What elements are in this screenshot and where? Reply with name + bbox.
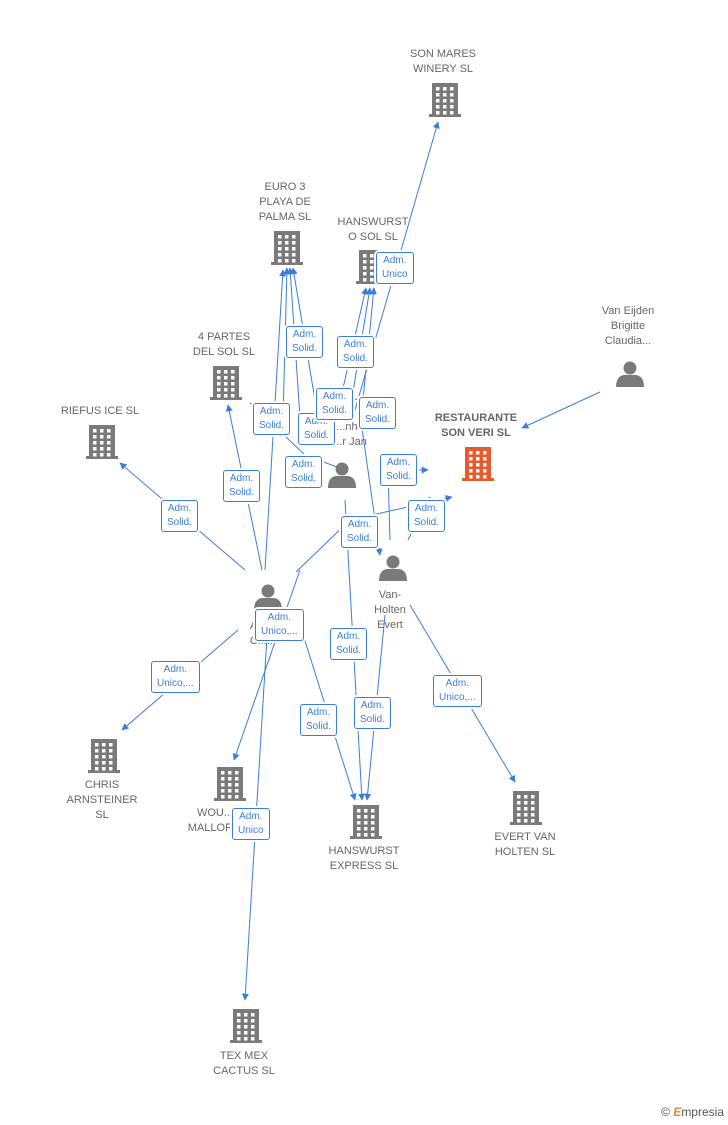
relation-label[interactable]: Adm. Solid. bbox=[337, 336, 375, 368]
node-label[interactable]: Van- Holten Evert bbox=[374, 589, 406, 631]
person-icon[interactable] bbox=[616, 361, 644, 388]
relation-label[interactable]: Adm. Solid. bbox=[286, 326, 324, 358]
node-riefus[interactable]: RIEFUS ICE SL bbox=[45, 404, 155, 419]
building-icon[interactable] bbox=[462, 447, 494, 481]
node-son_mares[interactable]: SON MARES WINERY SL bbox=[388, 47, 498, 77]
relation-label[interactable]: Adm. Solid. bbox=[330, 628, 368, 660]
relation-label[interactable]: Adm. Solid. bbox=[380, 454, 418, 486]
person-icon[interactable] bbox=[379, 555, 407, 582]
building-icon[interactable] bbox=[429, 83, 461, 117]
building-icon[interactable] bbox=[350, 805, 382, 839]
building-icon[interactable] bbox=[210, 366, 242, 400]
node-label[interactable]: RIEFUS ICE SL bbox=[60, 405, 140, 417]
building-icon[interactable] bbox=[271, 231, 303, 265]
node-hanswurst_sol[interactable]: HANSWURST O SOL SL bbox=[318, 215, 428, 245]
relation-label[interactable]: Adm. Solid. bbox=[253, 403, 291, 435]
node-euro3[interactable]: EURO 3 PLAYA DE PALMA SL bbox=[230, 180, 340, 225]
building-icon[interactable] bbox=[214, 767, 246, 801]
edge-14 bbox=[232, 569, 301, 761]
node-label[interactable]: RESTAURANTE SON VERI SL bbox=[434, 412, 518, 439]
node-label[interactable]: TEX MEX CACTUS SL bbox=[213, 1050, 275, 1077]
relation-label[interactable]: Adm. Solid. bbox=[300, 704, 338, 736]
node-label[interactable]: HANSWURST O SOL SL bbox=[337, 216, 409, 243]
node-wout[interactable]: WOU... MALLOR... bbox=[160, 806, 270, 836]
node-hanswurst_exp[interactable]: HANSWURST EXPRESS SL bbox=[309, 844, 419, 874]
node-label[interactable]: WOU... MALLOR... bbox=[187, 807, 243, 834]
building-icon[interactable] bbox=[510, 791, 542, 825]
relation-label[interactable]: Adm. Solid. bbox=[408, 500, 446, 532]
person-icon[interactable] bbox=[254, 584, 282, 611]
relation-label[interactable]: Adm. Solid. bbox=[223, 470, 261, 502]
relation-label[interactable]: Adm. Unico,... bbox=[433, 675, 482, 707]
node-4partes[interactable]: 4 PARTES DEL SOL SL bbox=[169, 330, 279, 360]
person-icon[interactable] bbox=[328, 462, 356, 489]
relation-label[interactable]: Adm. Solid. bbox=[316, 388, 354, 420]
edge-20 bbox=[521, 391, 601, 429]
node-evert[interactable]: EVERT VAN HOLTEN SL bbox=[470, 830, 580, 860]
node-label[interactable]: 4 PARTES DEL SOL SL bbox=[192, 331, 256, 358]
relation-label[interactable]: Adm. Solid. bbox=[161, 500, 199, 532]
node-vanholten[interactable]: Van- Holten Evert bbox=[335, 588, 445, 633]
node-texmex[interactable]: TEX MEX CACTUS SL bbox=[189, 1049, 299, 1079]
node-restaurante[interactable]: RESTAURANTE SON VERI SL bbox=[421, 411, 531, 441]
building-icon[interactable] bbox=[88, 739, 120, 773]
node-label[interactable]: Van Eijden Brigitte Claudia... bbox=[601, 305, 655, 347]
node-person_jan[interactable]: ...nho ...r Jan bbox=[295, 420, 405, 450]
relation-label[interactable]: Adm. Unico,... bbox=[151, 661, 200, 693]
copyright-symbol: © bbox=[661, 1105, 670, 1119]
brand-name: mpresia bbox=[681, 1105, 724, 1119]
relation-label[interactable]: Adm. Unico bbox=[232, 808, 270, 840]
node-label[interactable]: EURO 3 PLAYA DE PALMA SL bbox=[258, 181, 312, 223]
edge-1 bbox=[282, 267, 291, 419]
icons-layer bbox=[86, 83, 644, 1043]
node-label[interactable]: EVERT VAN HOLTEN SL bbox=[494, 831, 556, 858]
relation-label[interactable]: Adm. Unico bbox=[376, 252, 414, 284]
brand-footer: © Empresia bbox=[661, 1105, 724, 1119]
node-vaneijden[interactable]: Van Eijden Brigitte Claudia... bbox=[573, 304, 683, 349]
relation-label[interactable]: Adm. Solid. bbox=[354, 697, 392, 729]
node-label[interactable]: CHRIS ARNSTEINER SL bbox=[66, 779, 138, 821]
node-chris[interactable]: CHRIS ARNSTEINER SL bbox=[47, 778, 157, 823]
relation-label[interactable]: Adm. Solid. bbox=[359, 397, 397, 429]
building-icon[interactable] bbox=[230, 1009, 262, 1043]
relation-label[interactable]: Adm. Solid. bbox=[341, 516, 379, 548]
brand-initial: E bbox=[673, 1105, 682, 1119]
relation-label[interactable]: Adm. Unico,... bbox=[255, 609, 304, 641]
building-icon[interactable] bbox=[86, 425, 118, 459]
node-label[interactable]: SON MARES WINERY SL bbox=[409, 48, 476, 75]
node-label[interactable]: ...nho ...r Jan bbox=[333, 421, 367, 448]
node-label[interactable]: HANSWURST EXPRESS SL bbox=[328, 845, 400, 872]
relation-label[interactable]: Adm. Solid. bbox=[285, 456, 323, 488]
